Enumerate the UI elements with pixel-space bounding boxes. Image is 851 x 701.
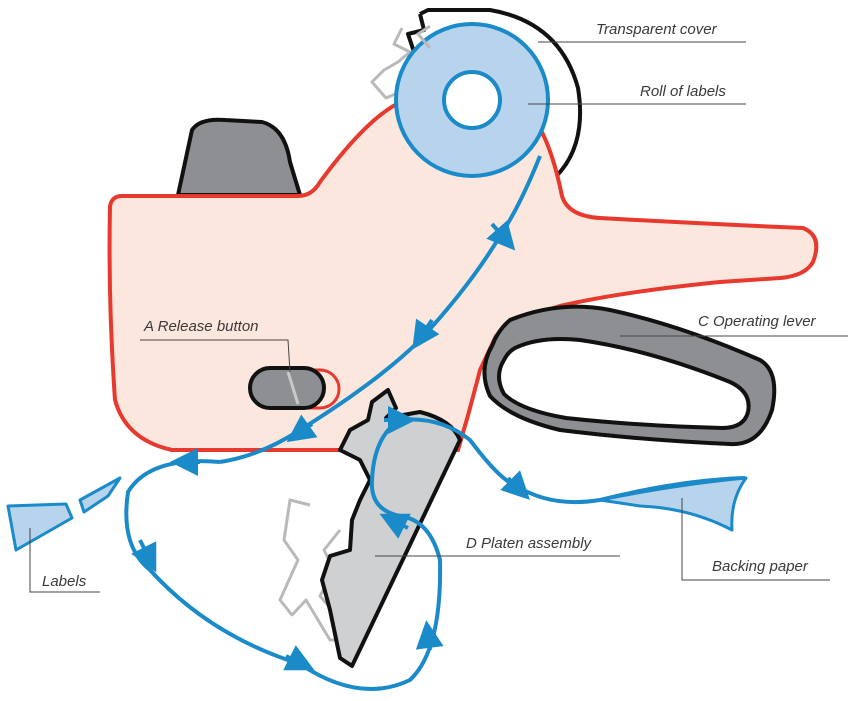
release-button bbox=[250, 368, 324, 408]
label-roll-of-labels: Roll of labels bbox=[640, 83, 726, 101]
dispensed-label-1 bbox=[8, 504, 72, 550]
label-backing-paper: Backing paper bbox=[712, 558, 808, 576]
label-operating-lever: C Operating lever bbox=[698, 313, 816, 331]
loop-arrow-4 bbox=[428, 634, 430, 650]
loop-arrow-2 bbox=[140, 540, 150, 560]
label-transparent-cover: Transparent cover bbox=[596, 21, 717, 39]
label-platen-assembly: D Platen assembly bbox=[466, 535, 591, 553]
dispensed-label-2 bbox=[80, 478, 120, 512]
label-release-button: A Release button bbox=[144, 318, 259, 336]
label-roll-core bbox=[444, 72, 500, 128]
backing-paper-strip bbox=[600, 478, 746, 530]
label-labels: Labels bbox=[42, 573, 86, 591]
rear-handle bbox=[178, 120, 300, 195]
